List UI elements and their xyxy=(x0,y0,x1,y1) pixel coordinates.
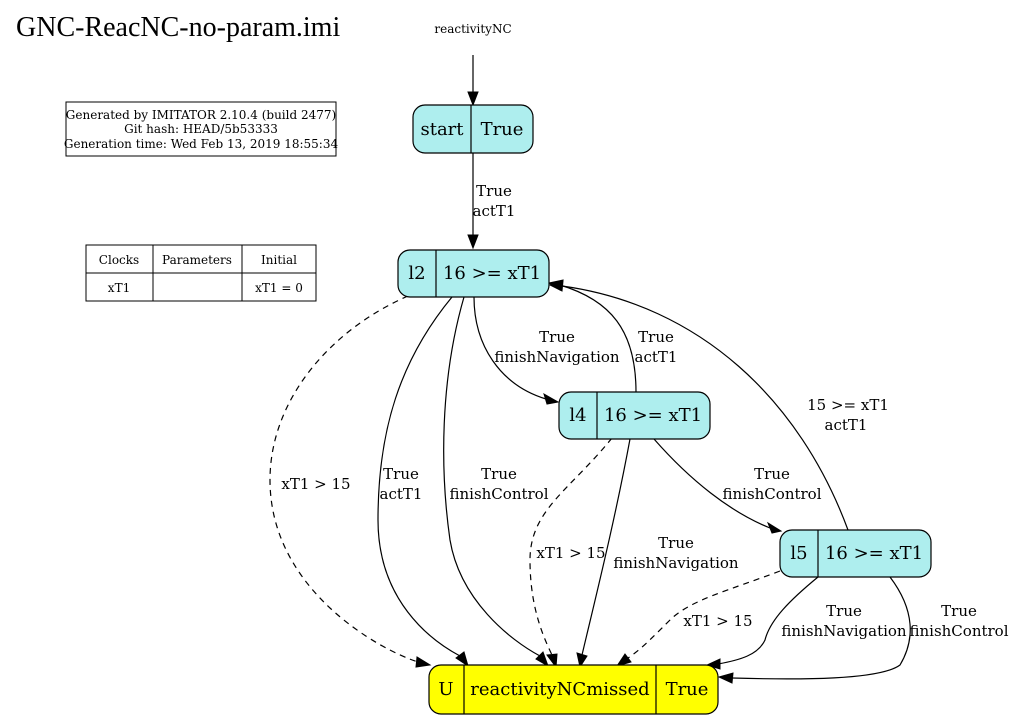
edge-guard: True xyxy=(383,465,419,483)
edge-guard: xT1 > 15 xyxy=(536,544,605,562)
edge-action: finishNavigation xyxy=(613,554,739,572)
generation-time-text: Generation time: Wed Feb 13, 2019 18:55:… xyxy=(64,137,339,151)
edge-l2-to-l4: True finishNavigation xyxy=(473,296,620,405)
edge-action: actT1 xyxy=(473,202,516,220)
generated-by-text: Generated by IMITATOR 2.10.4 (build 2477… xyxy=(66,108,336,122)
edge-action: actT1 xyxy=(380,485,423,503)
location-name: start xyxy=(420,119,464,140)
table-header-clocks: Clocks xyxy=(99,253,139,267)
edge-guard: xT1 > 15 xyxy=(281,475,350,493)
table-header-initial: Initial xyxy=(261,253,297,267)
table-cell-clock: xT1 xyxy=(108,281,130,295)
edge-l4-to-missed-nav: True finishNavigation xyxy=(576,438,739,669)
edge-action: finishNavigation xyxy=(781,622,907,640)
edge-start-to-l2: True actT1 xyxy=(467,153,516,250)
edge-l4-to-l5: True finishControl xyxy=(653,438,822,534)
initial-arrow xyxy=(467,55,479,107)
location-invariant: True xyxy=(481,119,524,140)
edge-l5-to-missed-control: True finishControl xyxy=(717,576,1009,684)
location-urgent-flag: U xyxy=(438,679,453,700)
edge-l5-to-l2: 15 >= xT1 actT1 xyxy=(548,280,889,531)
generation-info-box: Generated by IMITATOR 2.10.4 (build 2477… xyxy=(64,101,339,157)
location-invariant: 16 >= xT1 xyxy=(825,543,923,564)
location-invariant: 16 >= xT1 xyxy=(604,405,702,426)
edge-guard: True xyxy=(476,182,512,200)
edge-guard: True xyxy=(481,465,517,483)
edge-action: finishControl xyxy=(449,485,548,503)
edge-guard: 15 >= xT1 xyxy=(807,396,889,414)
automaton-name: reactivityNC xyxy=(434,22,511,36)
edge-action: actT1 xyxy=(825,416,868,434)
location-l4: l4 16 >= xT1 xyxy=(558,391,711,440)
edge-l2-to-missed-act: True actT1 xyxy=(377,296,469,668)
edge-guard: True xyxy=(941,602,977,620)
edge-action: finishControl xyxy=(722,485,821,503)
edge-action: finishControl xyxy=(909,622,1008,640)
edge-l2-to-missed-control: True finishControl xyxy=(443,296,549,668)
edge-action: finishNavigation xyxy=(494,348,620,366)
location-reactivityNCmissed: U reactivityNCmissed True xyxy=(428,664,719,715)
diagram-title: GNC-ReacNC-no-param.imi xyxy=(16,12,340,43)
location-l2: l2 16 >= xT1 xyxy=(397,249,550,298)
location-name: reactivityNCmissed xyxy=(470,679,649,700)
edge-guard: xT1 > 15 xyxy=(683,612,752,630)
location-name: l5 xyxy=(790,543,807,564)
variables-table: Clocks Parameters Initial xT1 xT1 = 0 xyxy=(85,244,317,302)
location-invariant: 16 >= xT1 xyxy=(443,263,541,284)
edge-guard: True xyxy=(539,328,575,346)
edge-guard: True xyxy=(638,328,674,346)
edge-guard: True xyxy=(754,465,790,483)
edge-l5-to-missed-timeout: xT1 > 15 xyxy=(615,570,781,667)
edge-action: actT1 xyxy=(635,348,678,366)
edge-l4-to-missed-timeout: xT1 > 15 xyxy=(529,437,613,669)
table-cell-initial: xT1 = 0 xyxy=(255,281,303,295)
edge-guard: True xyxy=(658,534,694,552)
location-name: l2 xyxy=(408,263,425,284)
edge-guard: True xyxy=(826,602,862,620)
git-hash-text: Git hash: HEAD/5b53333 xyxy=(124,122,278,136)
table-header-parameters: Parameters xyxy=(162,253,232,267)
location-start: start True xyxy=(412,104,534,154)
location-invariant: True xyxy=(666,679,709,700)
edge-l2-to-missed-timeout: xT1 > 15 xyxy=(269,295,432,668)
location-name: l4 xyxy=(569,405,586,426)
location-l5: l5 16 >= xT1 xyxy=(779,529,932,578)
